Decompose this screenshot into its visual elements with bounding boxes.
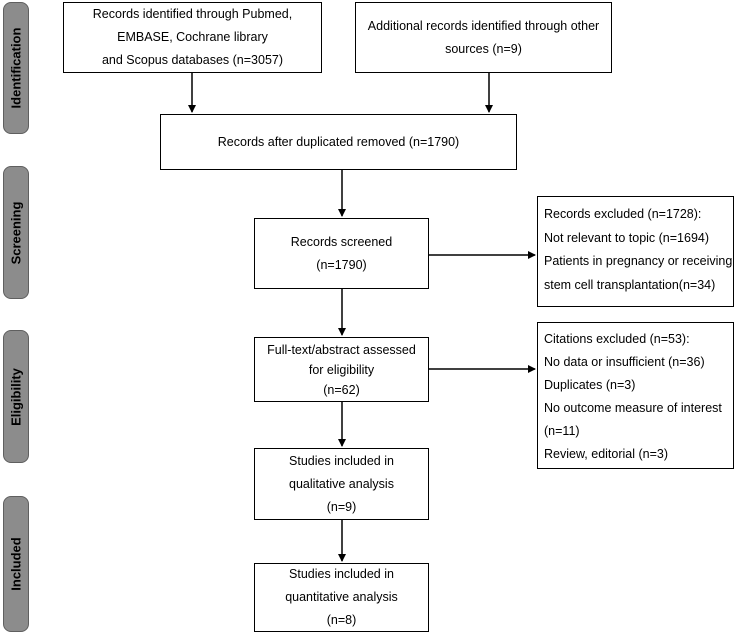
box-records-screened: Records screened (n=1790): [254, 218, 429, 289]
box-text-line: Records screened: [290, 234, 393, 249]
box-text-line: EMBASE, Cochrane library: [117, 30, 268, 44]
stage-screening: Screening: [3, 166, 29, 299]
stage-eligibility: Eligibility: [3, 330, 29, 463]
box-text-line: Additional records identified through ot…: [367, 18, 600, 33]
box-text-line: (n=8): [326, 613, 357, 627]
box-text-line: No data or insufficient (n=36): [544, 355, 705, 369]
box-text-line: Patients in pregnancy or receiving: [544, 254, 733, 268]
box-text-line: for eligibility: [308, 362, 375, 377]
stage-identification: Identification: [3, 2, 29, 134]
box-other-records: Additional records identified through ot…: [355, 2, 612, 73]
box-text-line: and Scopus databases (n=3057): [101, 53, 284, 67]
box-text-line: (n=1790): [316, 257, 367, 272]
box-text-line: (n=62): [323, 382, 360, 397]
box-text-line: Citations excluded (n=53):: [544, 332, 690, 346]
box-after-duplicates: Records after duplicated removed (n=1790…: [160, 114, 517, 170]
box-text-line: No outcome measure of interest: [544, 401, 722, 415]
box-fulltext-assessed: Full-text/abstract assessed for eligibil…: [254, 337, 429, 402]
box-records-excluded: Records excluded (n=1728): Not relevant …: [537, 196, 734, 307]
box-text-line: Duplicates (n=3): [544, 378, 636, 392]
box-text-line: Full-text/abstract assessed: [267, 342, 416, 357]
box-quantitative-studies: Studies included in quantitative analysi…: [254, 563, 429, 632]
box-text-line: stem cell transplantation(n=34): [544, 277, 716, 292]
box-text-line: sources (n=9): [445, 41, 522, 56]
box-text-line: Records after duplicated removed (n=1790…: [217, 134, 460, 149]
box-text-line: (n=9): [326, 499, 357, 514]
box-text-line: Records identified through Pubmed,: [92, 7, 293, 21]
box-text-line: qualitative analysis: [289, 476, 394, 491]
box-text-line: Studies included in: [289, 567, 394, 581]
box-text-line: Review, editorial (n=3): [544, 447, 669, 461]
box-qualitative-studies: Studies included in qualitative analysis…: [254, 448, 429, 520]
stage-included: Included: [3, 496, 29, 632]
box-database-records: Records identified through Pubmed, EMBAS…: [63, 2, 322, 73]
box-text-line: Records excluded (n=1728):: [544, 207, 702, 221]
box-text-line: Studies included in: [289, 453, 394, 468]
box-text-line: (n=11): [544, 424, 580, 438]
box-text-line: Not relevant to topic (n=1694): [544, 230, 710, 245]
box-text-line: quantitative analysis: [285, 590, 398, 604]
box-citations-excluded: Citations excluded (n=53): No data or in…: [537, 322, 734, 469]
